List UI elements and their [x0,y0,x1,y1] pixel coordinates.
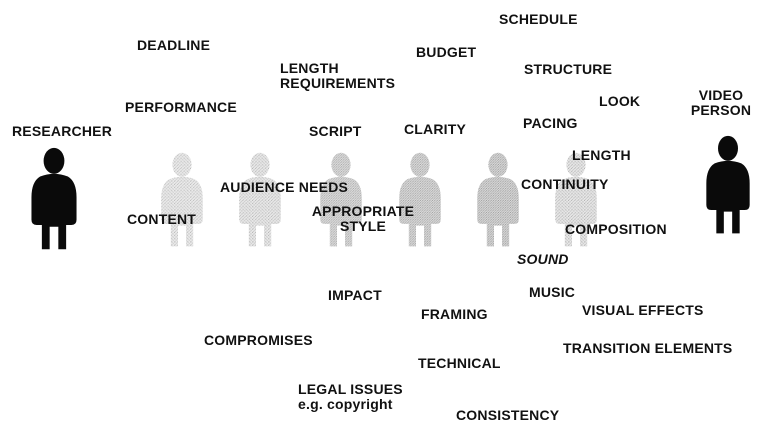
concept-compromises: COMPROMISES [204,332,313,348]
concept-sound: SOUND [517,251,569,267]
concept-appropriate-style-line1: APPROPRIATE [311,203,415,219]
concept-appropriate-style-line2: STYLE [339,218,387,234]
concept-content: CONTENT [127,211,197,227]
concept-appropriate-style: APPROPRIATE STYLE [309,204,417,234]
concept-visual-effects: VISUAL EFFECTS [582,302,704,318]
concept-performance: PERFORMANCE [125,99,237,115]
researcher-label: RESEARCHER [12,123,113,139]
concept-transition-elements: TRANSITION ELEMENTS [563,340,733,356]
concept-clarity: CLARITY [404,121,467,137]
video-person-figure [703,126,753,244]
concept-framing: FRAMING [421,306,488,322]
concept-length: LENGTH [572,147,631,163]
researcher-figure [28,140,80,258]
concept-legal-issues-line2: e.g. copyright [298,396,393,412]
faded-figure-1 [158,142,206,258]
video-person-label-line1: VIDEO [698,87,744,103]
concept-legal-issues: LEGAL ISSUES e.g. copyright [298,382,403,412]
concept-budget: BUDGET [416,44,477,60]
video-person-label-line2: PERSON [690,102,752,118]
concept-composition: COMPOSITION [565,221,667,237]
concept-structure: STRUCTURE [524,61,613,77]
video-person-label: VIDEO PERSON [690,88,752,118]
concept-deadline: DEADLINE [137,37,211,53]
faded-figure-4 [396,142,444,258]
concept-music: MUSIC [529,284,576,300]
concept-look: LOOK [599,93,641,109]
concept-schedule: SCHEDULE [499,11,578,27]
faded-figure-5 [474,142,522,258]
concept-audience-needs: AUDIENCE NEEDS [220,179,349,195]
concept-impact: IMPACT [328,287,382,303]
concept-consistency: CONSISTENCY [456,407,560,423]
concept-pacing: PACING [523,115,578,131]
faded-figure-2 [236,142,284,258]
concept-length-requirements: LENGTH REQUIREMENTS [280,61,395,91]
concept-length-requirements-line1: LENGTH [280,60,339,76]
concept-continuity: CONTINUITY [521,176,609,192]
concept-legal-issues-line1: LEGAL ISSUES [298,381,403,397]
concept-length-requirements-line2: REQUIREMENTS [280,75,396,91]
concept-technical: TECHNICAL [418,355,501,371]
faded-figure-3 [317,142,365,258]
concept-script: SCRIPT [309,123,362,139]
